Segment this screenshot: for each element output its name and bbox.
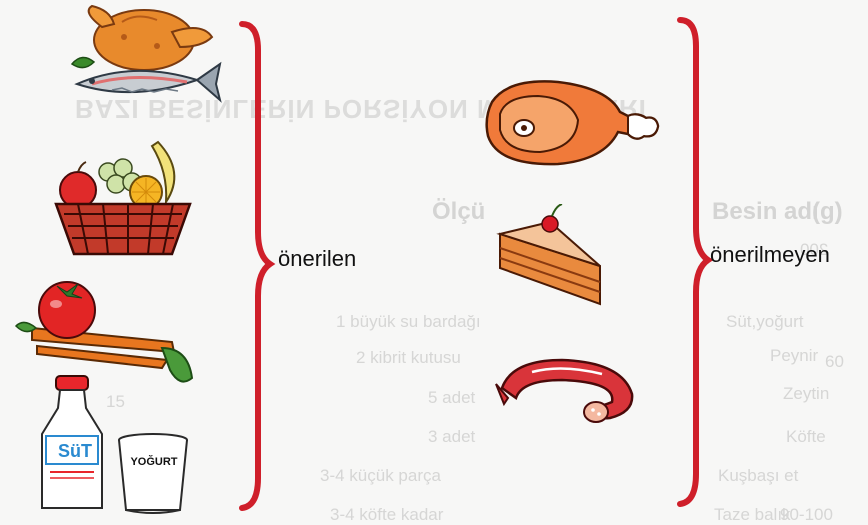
sausage-icon [496, 360, 632, 422]
background-header-grams: (g) [812, 198, 843, 226]
recommended-label: önerilen [278, 246, 356, 272]
background-food-row: Köfte [786, 427, 826, 447]
background-grams-row: 90-100 [780, 505, 833, 525]
cake-slice-image [496, 204, 608, 314]
tomato-icon [39, 282, 95, 338]
not-recommended-label: önerilmeyen [710, 242, 830, 268]
background-measure-row: 3-4 köfte kadar [330, 505, 443, 525]
not-recommended-brace-icon [674, 16, 714, 508]
ham-image [478, 72, 662, 172]
roast-chicken-fish-image [62, 2, 222, 112]
fruit-basket-image [48, 132, 198, 262]
tomato-carrots-image [12, 278, 202, 388]
background-measure-row: 1 büyük su bardağı [336, 312, 481, 332]
yogurt-label: YOĞURT [124, 456, 184, 468]
yogurt-cup-image [116, 432, 190, 514]
carrots-icon [16, 322, 192, 381]
background-header-measure: Ölçü [432, 198, 485, 226]
roast-chicken-icon [72, 6, 212, 70]
yogurt-cup-icon [119, 434, 187, 513]
background-measure-row: 5 adet [428, 388, 475, 408]
background-measure-row: 3-4 küçük parça [320, 466, 441, 486]
background-food-row: Süt,yoğurt [726, 312, 804, 332]
background-grams-row: 15 [106, 392, 125, 412]
apple-icon [60, 162, 96, 208]
background-food-row: Zeytin [783, 384, 829, 404]
background-measure-row: 2 kibrit kutusu [356, 348, 461, 368]
background-header-food: Besin adı [712, 198, 819, 226]
background-food-row: Kuşbaşı et [718, 466, 798, 486]
background-food-row: Peynir [770, 346, 818, 366]
recommended-brace-icon [236, 20, 276, 512]
basket-icon [56, 204, 190, 254]
background-measure-row: 3 adet [428, 427, 475, 447]
background-grams-row: 60 [825, 352, 844, 372]
milk-label: SüT [48, 441, 102, 462]
cake-slice-icon [500, 204, 600, 304]
sausage-image [492, 350, 640, 430]
ham-icon [487, 81, 658, 164]
